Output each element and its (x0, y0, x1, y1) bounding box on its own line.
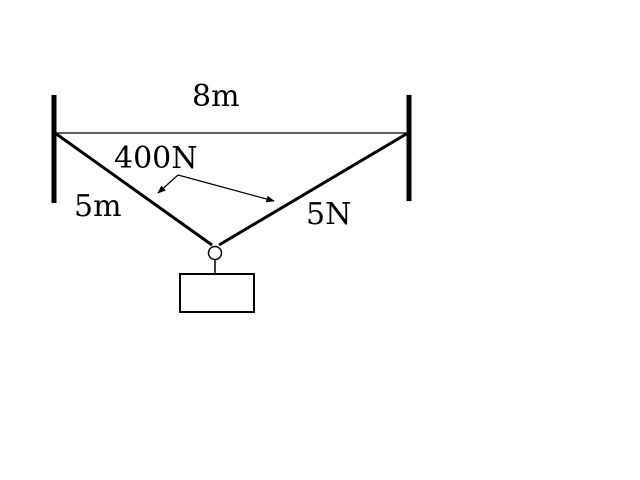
force-arrow-right (177, 174, 275, 203)
right-rope (218, 131, 409, 247)
force-arrow-left (157, 174, 179, 194)
hanging-block (179, 273, 255, 313)
right-rope-label: 5N (306, 197, 351, 232)
left-rope (54, 131, 213, 247)
force-label: 400N (114, 141, 198, 176)
span-label: 8m (192, 79, 240, 114)
knot-ring (207, 245, 223, 261)
left-rope-length-label: 5m (74, 189, 122, 224)
